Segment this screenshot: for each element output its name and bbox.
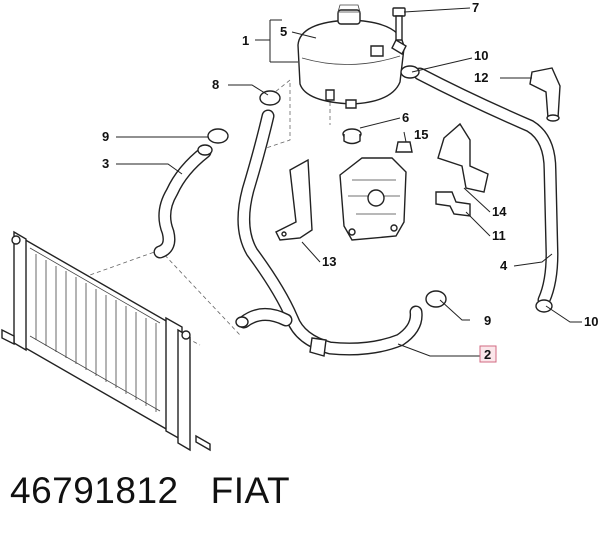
exploded-parts-diagram: 1 5 7 8 9 3 10 12 6 15 14 11 13 4 9 10 2 bbox=[1, 0, 598, 452]
hose-3 bbox=[153, 144, 213, 259]
callout-13: 13 bbox=[322, 254, 336, 269]
cap bbox=[342, 128, 362, 145]
hose-2 bbox=[235, 109, 423, 357]
bolt bbox=[392, 7, 406, 41]
callout-2: 2 bbox=[484, 347, 491, 362]
callout-14: 14 bbox=[492, 204, 507, 219]
callout-10-lower: 10 bbox=[584, 314, 598, 329]
callout-5: 5 bbox=[280, 24, 287, 39]
clamp-9a bbox=[207, 128, 229, 144]
radiator bbox=[1, 230, 211, 452]
callout-9: 9 bbox=[102, 129, 109, 144]
callout-12: 12 bbox=[474, 70, 488, 85]
grommet bbox=[395, 141, 413, 153]
highlight-box bbox=[479, 345, 497, 363]
clamp-10a bbox=[400, 65, 420, 79]
part-caption: 46791812 FIAT bbox=[10, 470, 290, 512]
callout-11: 11 bbox=[492, 228, 506, 243]
clip bbox=[435, 191, 471, 217]
callout-3: 3 bbox=[102, 156, 109, 171]
callout-7: 7 bbox=[472, 0, 479, 15]
callout-9-lower: 9 bbox=[484, 313, 491, 328]
clamp-10b bbox=[535, 299, 553, 313]
callout-8: 8 bbox=[212, 77, 219, 92]
callout-1: 1 bbox=[242, 33, 249, 48]
bracket-14 bbox=[437, 122, 489, 193]
callout-6: 6 bbox=[402, 110, 409, 125]
leader-lines bbox=[116, 7, 582, 357]
clamp-8 bbox=[259, 90, 281, 106]
hose-4 bbox=[413, 67, 559, 307]
callout-4: 4 bbox=[500, 258, 508, 273]
part-number: 46791812 bbox=[10, 470, 179, 511]
callout-10: 10 bbox=[474, 48, 488, 63]
pipe-fitting bbox=[529, 67, 561, 122]
callout-15: 15 bbox=[414, 127, 428, 142]
bracket bbox=[275, 158, 313, 241]
clamps bbox=[207, 65, 553, 313]
engine-mount bbox=[339, 157, 407, 241]
clamp-9b bbox=[425, 290, 447, 308]
expansion-tank bbox=[297, 4, 407, 109]
brand-name: FIAT bbox=[210, 470, 291, 511]
